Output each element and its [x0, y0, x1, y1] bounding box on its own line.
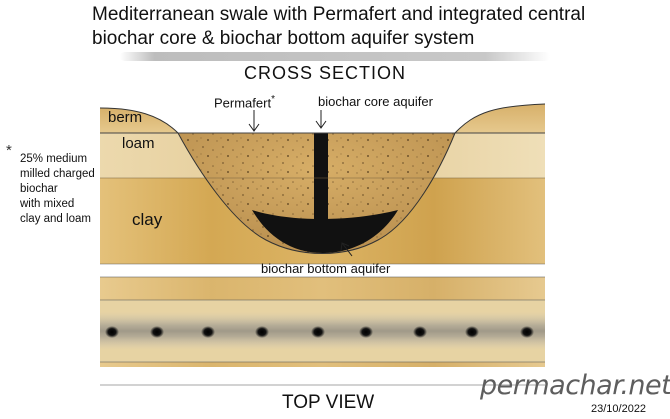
footnote-star-icon: * — [6, 142, 12, 159]
cross-section-heading: CROSS SECTION — [244, 63, 407, 83]
berm-label: berm — [108, 109, 143, 126]
permafert-label: Permafert* — [214, 94, 275, 111]
permafert-arrow — [248, 110, 260, 132]
biochar-core-aquifer-shape — [314, 133, 328, 251]
biochar-bottom-aquifer-label: biochar bottom aquifer — [261, 261, 391, 276]
bottom-aquifer-arrow — [340, 242, 353, 257]
top-view-heading: TOP VIEW — [282, 392, 375, 413]
diagram-title-line-1: Mediterranean swale with Permafert and i… — [92, 4, 586, 25]
core-aquifer-arrow — [315, 110, 327, 129]
clay-label: clay — [132, 210, 163, 229]
loam-label: loam — [122, 135, 155, 152]
footnote-text: 25% medium milled charged biochar with m… — [20, 153, 95, 225]
berm-left — [100, 108, 178, 133]
date-label: 23/10/2022 — [591, 403, 647, 415]
title-underline-smudge — [120, 52, 550, 61]
berm-right — [455, 104, 545, 133]
diagram-title-line-2: biochar core & biochar bottom aquifer sy… — [92, 28, 475, 49]
biochar-core-aquifer-label: biochar core aquifer — [318, 94, 433, 109]
brand-watermark: permachar.net — [480, 370, 670, 401]
biochar-core-dots — [105, 326, 534, 338]
